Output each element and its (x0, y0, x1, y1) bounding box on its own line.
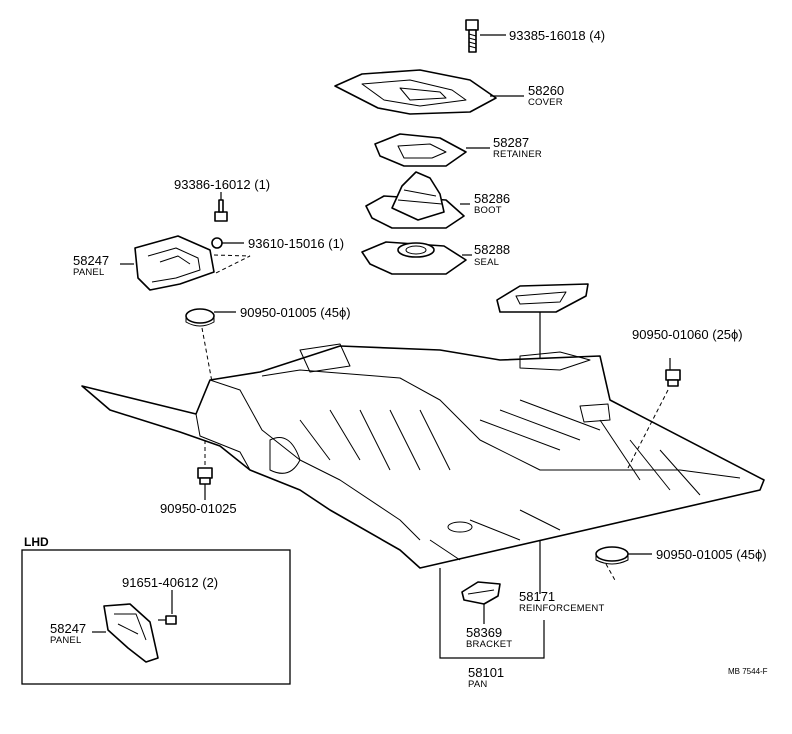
lhd-panel-58247-icon (103, 603, 159, 663)
plug-90950-01060-number: 90950-01060 (25ϕ) (632, 327, 743, 342)
lhd-title: LHD (24, 535, 49, 549)
lhd-panel-number: 58247 (50, 621, 87, 636)
plug-90950-01005-top-number: 90950-01005 (45ϕ) (240, 305, 351, 320)
seal-58288-icon (361, 241, 467, 275)
retainer-58287-icon (374, 133, 467, 167)
screw-93610-icon (211, 237, 244, 249)
reinforcement-name: REINFORCEMENT (519, 603, 605, 614)
bracket-name: BRACKET (466, 639, 513, 650)
pan-number: 58101 (468, 665, 505, 680)
floor-pan-58101-icon (81, 343, 765, 569)
plug-90950-01060-icon (665, 369, 681, 387)
plug-90950-01005-bottom-icon (595, 546, 629, 565)
lhd-bolt-number: 91651-40612 (2) (122, 575, 219, 590)
plug-90950-01025-number: 90950-01025 (160, 501, 237, 516)
boot-name: BOOT (474, 205, 502, 216)
plug-90950-01025-icon (197, 467, 213, 485)
plug-90950-01005-top-icon (185, 308, 215, 327)
cover-name: COVER (528, 97, 563, 108)
bracket-58369-icon (461, 581, 501, 605)
plug-90950-01005-bottom-number: 90950-01005 (45ϕ) (656, 547, 767, 562)
bolt-93385-number: 93385-16018 (4) (509, 28, 606, 43)
lhd-inset-box (21, 549, 291, 685)
retainer-number: 58287 (493, 135, 530, 150)
bracket-number: 58369 (466, 625, 503, 640)
lhd-bolt-91651-icon (158, 615, 177, 625)
screw-93610-number: 93610-15016 (1) (248, 236, 345, 251)
bolt-93386-number: 93386-16012 (1) (174, 177, 271, 192)
reinforcement-58171-upper-icon (496, 283, 589, 313)
panel-number: 58247 (73, 253, 110, 268)
lhd-panel-name: PANEL (50, 635, 82, 646)
pan-name: PAN (468, 679, 488, 690)
boot-58286-icon (365, 171, 465, 229)
reinforcement-number: 58171 (519, 589, 556, 604)
bolt-93386-icon (214, 199, 228, 222)
panel-58247-icon (134, 235, 215, 291)
retainer-name: RETAINER (493, 149, 542, 160)
seal-number: 58288 (474, 242, 511, 257)
cover-number: 58260 (528, 83, 565, 98)
bolt-93385-icon (465, 19, 479, 53)
cover-58260-icon (334, 69, 497, 115)
drawing-code: MB 7544-F (728, 667, 768, 676)
boot-number: 58286 (474, 191, 511, 206)
seal-name: SEAL (474, 257, 500, 268)
panel-name: PANEL (73, 267, 105, 278)
